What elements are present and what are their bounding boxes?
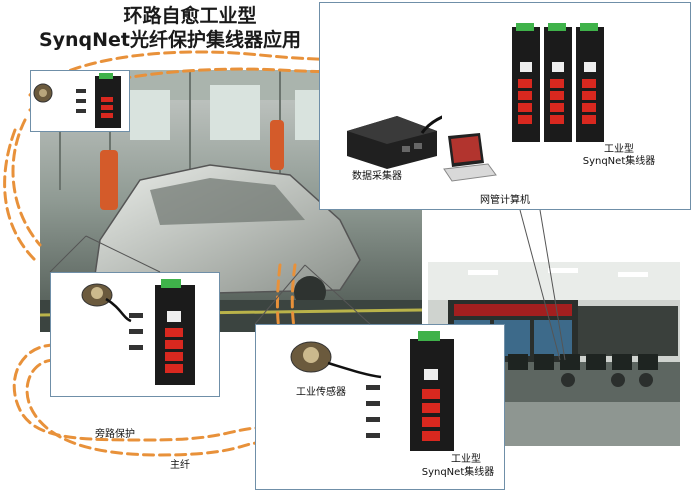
sensor-panel-top-left bbox=[30, 70, 130, 132]
sensor-panel-bottom: 工业传感器 工业型 SynqNet集线器 bbox=[255, 324, 505, 490]
data-collector-icon bbox=[347, 115, 442, 169]
sensor-panel-bottom-left bbox=[50, 272, 220, 397]
bottom-device-sublabel: SynqNet集线器 bbox=[421, 467, 495, 478]
title-line2: SynqNet光纤保护集线器应用 bbox=[38, 29, 302, 51]
bypass-protection-label: 旁路保护 bbox=[95, 429, 135, 440]
laptop-icon bbox=[443, 133, 497, 182]
data-collector-label: 数据采集器 bbox=[352, 171, 402, 182]
network-pc-label: 网管计算机 bbox=[480, 195, 530, 206]
bottom-device-label: 工业型 bbox=[451, 454, 481, 465]
top-device-label: 工业型 bbox=[604, 144, 634, 155]
main-fiber-label: 主纤 bbox=[170, 460, 190, 471]
top-network-panel: 数据采集器 网管计算机 工业型 SynqNet集线器 bbox=[319, 2, 691, 210]
industrial-sensor-label: 工业传感器 bbox=[296, 387, 346, 398]
title-line1: 环路自愈工业型 bbox=[123, 5, 257, 27]
hub-devices-top bbox=[512, 23, 604, 142]
top-device-sublabel: SynqNet集线器 bbox=[582, 156, 656, 167]
